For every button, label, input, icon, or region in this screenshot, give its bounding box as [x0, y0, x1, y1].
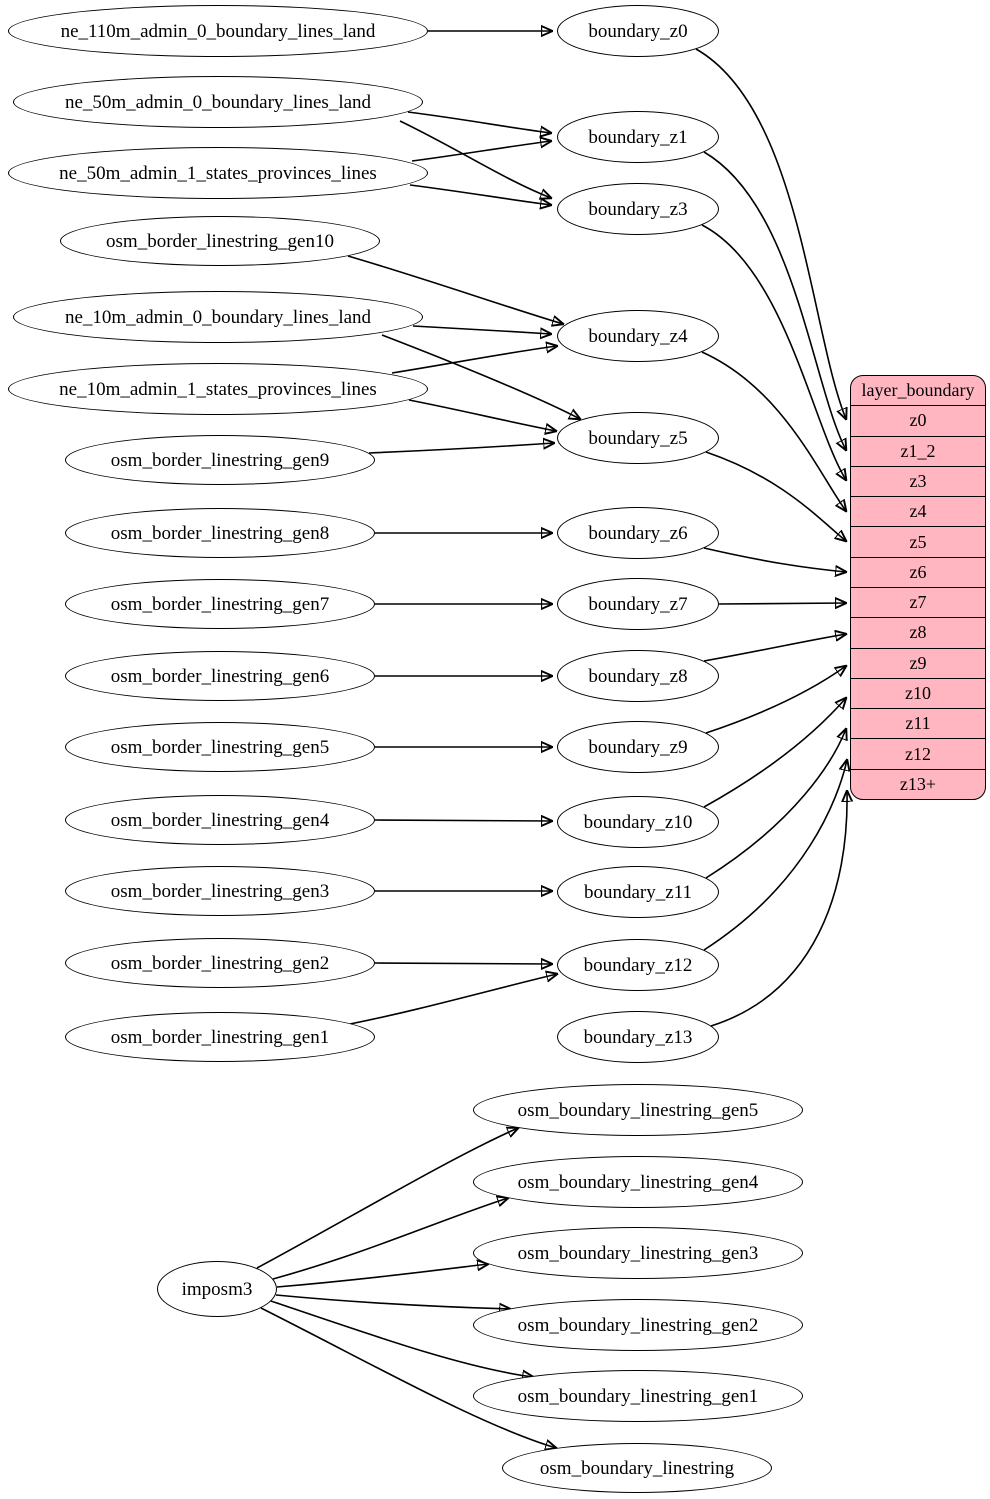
edge-boundary_z13-to-row-z13plus — [710, 791, 847, 1027]
node-osm_border_linestring_gen3: osm_border_linestring_gen3 — [65, 866, 375, 916]
node-osm_boundary_linestring: osm_boundary_linestring — [502, 1443, 772, 1493]
edge-gen1-to-boundary_z12 — [349, 974, 557, 1025]
node-osm_border_linestring_gen7: osm_border_linestring_gen7 — [65, 579, 375, 629]
node-boundary_z13: boundary_z13 — [557, 1011, 719, 1063]
edge-boundary_z10-to-row-z10 — [703, 698, 846, 808]
edge-gen2-to-boundary_z12 — [374, 963, 552, 964]
edge-ne10m0-to-boundary_z4 — [412, 325, 551, 334]
layer-boundary-table-title: layer_boundary — [861, 380, 975, 401]
node-osm_boundary_linestring_gen3: osm_boundary_linestring_gen3 — [473, 1227, 803, 1279]
node-osm_boundary_linestring_gen5: osm_boundary_linestring_gen5 — [473, 1084, 803, 1136]
edge-ne50m1-to-boundary_z1 — [411, 141, 551, 162]
edge-ne50m0-to-boundary_z1 — [407, 111, 551, 133]
node-boundary_z4: boundary_z4 — [557, 310, 719, 362]
edge-gen9-to-boundary_z5 — [368, 443, 554, 454]
layer-boundary-row-z3: z3 — [851, 465, 985, 496]
node-osm_boundary_linestring_gen4: osm_boundary_linestring_gen4 — [473, 1156, 803, 1208]
edge-gen10-to-boundary_z4 — [347, 255, 563, 324]
node-osm_border_linestring_gen5: osm_border_linestring_gen5 — [65, 722, 375, 772]
node-boundary_z0: boundary_z0 — [557, 5, 719, 57]
layer-boundary-row-z12: z12 — [851, 738, 985, 768]
edge-boundary_z12-to-row-z12 — [703, 760, 847, 951]
node-osm_border_linestring_gen2: osm_border_linestring_gen2 — [65, 938, 375, 988]
layer-boundary-row-z13plus: z13+ — [851, 768, 985, 799]
layer-boundary-row-z5: z5 — [851, 526, 985, 556]
edge-ne10m1-to-boundary_z5 — [408, 399, 556, 431]
node-boundary_z5: boundary_z5 — [557, 412, 719, 464]
node-osm_border_linestring_gen8: osm_border_linestring_gen8 — [65, 508, 375, 558]
node-boundary_z11: boundary_z11 — [557, 866, 719, 918]
node-boundary_z1: boundary_z1 — [557, 111, 719, 163]
node-osm_boundary_linestring_gen2: osm_boundary_linestring_gen2 — [473, 1299, 803, 1351]
node-boundary_z8: boundary_z8 — [557, 650, 719, 702]
edge-imposm3-to-osm_boundary_linestring_gen4 — [272, 1198, 508, 1280]
edge-ne10m0-to-boundary_z5 — [381, 334, 580, 419]
node-boundary_z12: boundary_z12 — [557, 939, 719, 991]
edge-imposm3-to-osm_boundary_linestring — [260, 1307, 556, 1448]
node-osm_border_linestring_gen10: osm_border_linestring_gen10 — [60, 216, 380, 266]
layer-boundary-row-z1_2: z1_2 — [851, 435, 985, 466]
layer-boundary-row-z6: z6 — [851, 556, 985, 587]
edge-imposm3-to-osm_boundary_linestring_gen5 — [256, 1128, 518, 1269]
edge-boundary_z3-to-row-z3 — [701, 224, 846, 480]
edge-boundary_z6-to-row-z6 — [703, 547, 846, 572]
node-boundary_z10: boundary_z10 — [557, 796, 719, 848]
node-ne_50m_admin_0_boundary_lines_land: ne_50m_admin_0_boundary_lines_land — [13, 76, 423, 128]
edge-gen4-to-boundary_z10 — [374, 820, 552, 821]
layer-boundary-row-z9: z9 — [851, 647, 985, 678]
node-ne_50m_admin_1_states_provinces_lines: ne_50m_admin_1_states_provinces_lines — [8, 147, 428, 199]
node-boundary_z9: boundary_z9 — [557, 721, 719, 773]
node-boundary_z6: boundary_z6 — [557, 507, 719, 559]
layer-boundary-row-z11: z11 — [851, 708, 985, 738]
edge-imposm3-to-osm_boundary_linestring_gen3 — [276, 1264, 488, 1288]
node-ne_10m_admin_1_states_provinces_lines: ne_10m_admin_1_states_provinces_lines — [8, 363, 428, 415]
node-osm_border_linestring_gen4: osm_border_linestring_gen4 — [65, 795, 375, 845]
layer-boundary-table: layer_boundary z0 z1_2 z3 z4 z5 z6 z7 z8… — [850, 375, 986, 800]
edge-boundary_z0-to-row-z0 — [695, 48, 846, 419]
edge-boundary_z9-to-row-z9 — [705, 666, 846, 734]
edge-boundary_z1-to-row-z1_2 — [703, 151, 846, 450]
layer-boundary-row-z7: z7 — [851, 586, 985, 617]
edge-ne50m1-to-boundary_z3 — [409, 184, 551, 205]
layer-boundary-row-z0: z0 — [851, 405, 985, 435]
node-osm_border_linestring_gen6: osm_border_linestring_gen6 — [65, 651, 375, 701]
edge-boundary_z5-to-row-z5 — [705, 451, 846, 541]
edge-boundary_z11-to-row-z11 — [705, 729, 846, 879]
edge-boundary_z7-to-row-z7 — [718, 603, 846, 604]
node-boundary_z7: boundary_z7 — [557, 578, 719, 630]
edge-imposm3-to-osm_boundary_linestring_gen1 — [270, 1300, 533, 1377]
edge-boundary_z4-to-row-z4 — [701, 351, 846, 511]
node-osm_boundary_linestring_gen1: osm_boundary_linestring_gen1 — [473, 1370, 803, 1422]
node-ne_110m_admin_0_boundary_lines_land: ne_110m_admin_0_boundary_lines_land — [8, 5, 428, 57]
node-osm_border_linestring_gen9: osm_border_linestring_gen9 — [65, 435, 375, 485]
layer-boundary-row-z4: z4 — [851, 496, 985, 526]
layer-boundary-row-z10: z10 — [851, 677, 985, 708]
node-imposm3: imposm3 — [157, 1261, 277, 1317]
node-boundary_z3: boundary_z3 — [557, 183, 719, 235]
layer-boundary-row-z8: z8 — [851, 617, 985, 647]
node-osm_border_linestring_gen1: osm_border_linestring_gen1 — [65, 1012, 375, 1062]
edge-ne10m1-to-boundary_z4 — [391, 346, 557, 374]
node-ne_10m_admin_0_boundary_lines_land: ne_10m_admin_0_boundary_lines_land — [13, 291, 423, 343]
edge-boundary_z8-to-row-z8 — [703, 634, 846, 662]
edge-imposm3-to-osm_boundary_linestring_gen2 — [275, 1294, 510, 1309]
edge-ne50m0-to-boundary_z3 — [399, 120, 551, 198]
